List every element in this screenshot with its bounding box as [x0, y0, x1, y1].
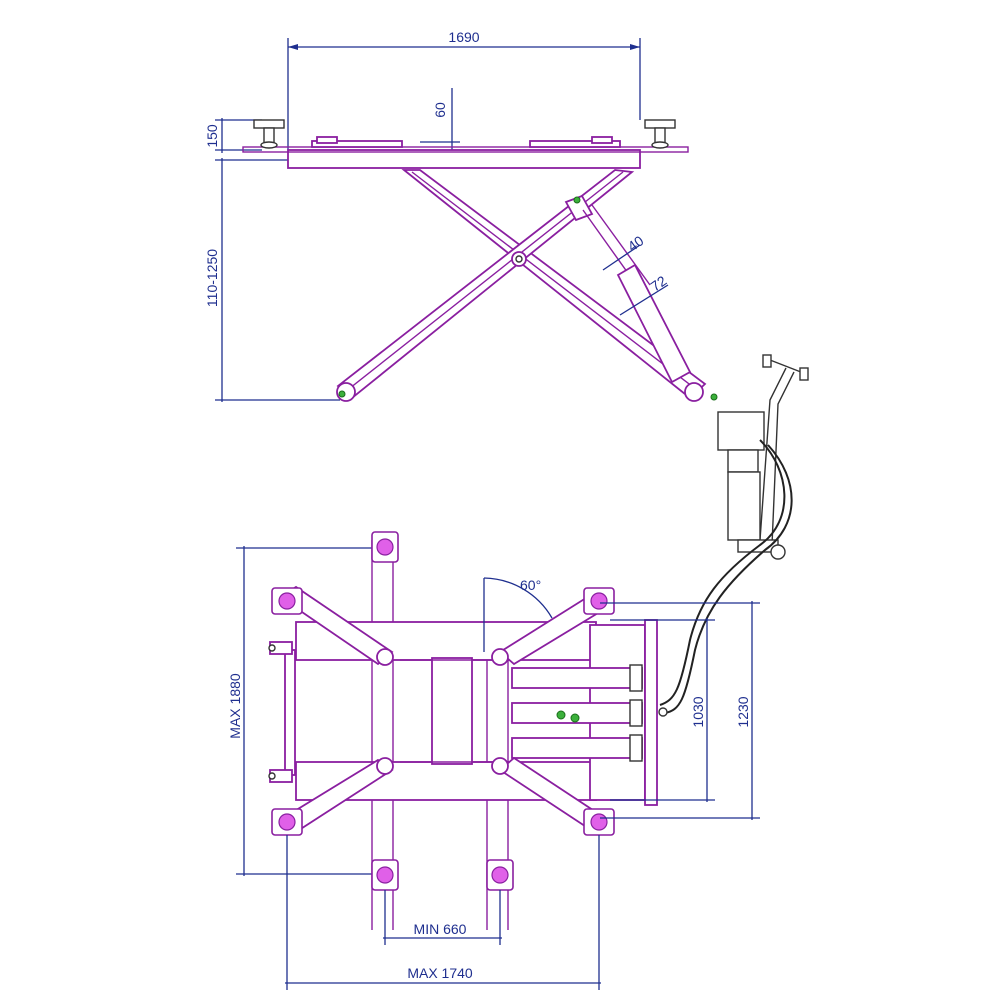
lift-pad [583, 587, 615, 615]
lift-pad [583, 808, 615, 836]
cylinder-label-1: 40 [625, 232, 647, 254]
angle-label: 60° [520, 577, 541, 593]
platform [242, 136, 689, 169]
height-range-dimension: 110-1250 [204, 158, 340, 402]
width-label: 1690 [448, 29, 479, 45]
top-view: MAX 1880 [227, 531, 760, 990]
right-lift-pad [644, 119, 676, 149]
outer-width-dimension: 1230 [600, 601, 760, 820]
inner-width-label: 1030 [690, 696, 706, 727]
inner-width-dimension: 1030 [610, 618, 715, 802]
max-depth-label: MAX 1880 [227, 673, 243, 739]
outer-width-label: 1230 [735, 696, 751, 727]
max-depth-dimension: MAX 1880 [227, 546, 372, 876]
width-dimension: 1690 [287, 29, 641, 150]
lift-pad [371, 531, 399, 563]
left-lift-pad [253, 119, 285, 149]
power-unit [659, 354, 809, 714]
hydraulic-cylinder: 40 72 [564, 194, 692, 384]
side-view: 1690 60 150 110-1250 [204, 29, 718, 402]
pad-height-label: 150 [204, 124, 220, 148]
min-span-dimension: MIN 660 [383, 890, 502, 945]
height-range-label: 110-1250 [204, 249, 220, 307]
hydraulic-block [511, 619, 668, 806]
cylinder-label-2: 72 [648, 272, 670, 294]
lift-pad [271, 808, 303, 836]
platform-thickness-label: 60 [432, 102, 448, 118]
min-span-label: MIN 660 [414, 921, 467, 937]
angle-dimension: 60° [483, 577, 553, 652]
max-span-dimension: MAX 1740 [285, 835, 601, 990]
lift-pad [271, 587, 303, 615]
lift-pad [486, 859, 514, 891]
max-span-label: MAX 1740 [407, 965, 473, 981]
pad-height-dimension: 150 [204, 118, 262, 153]
lift-pad [371, 859, 399, 891]
